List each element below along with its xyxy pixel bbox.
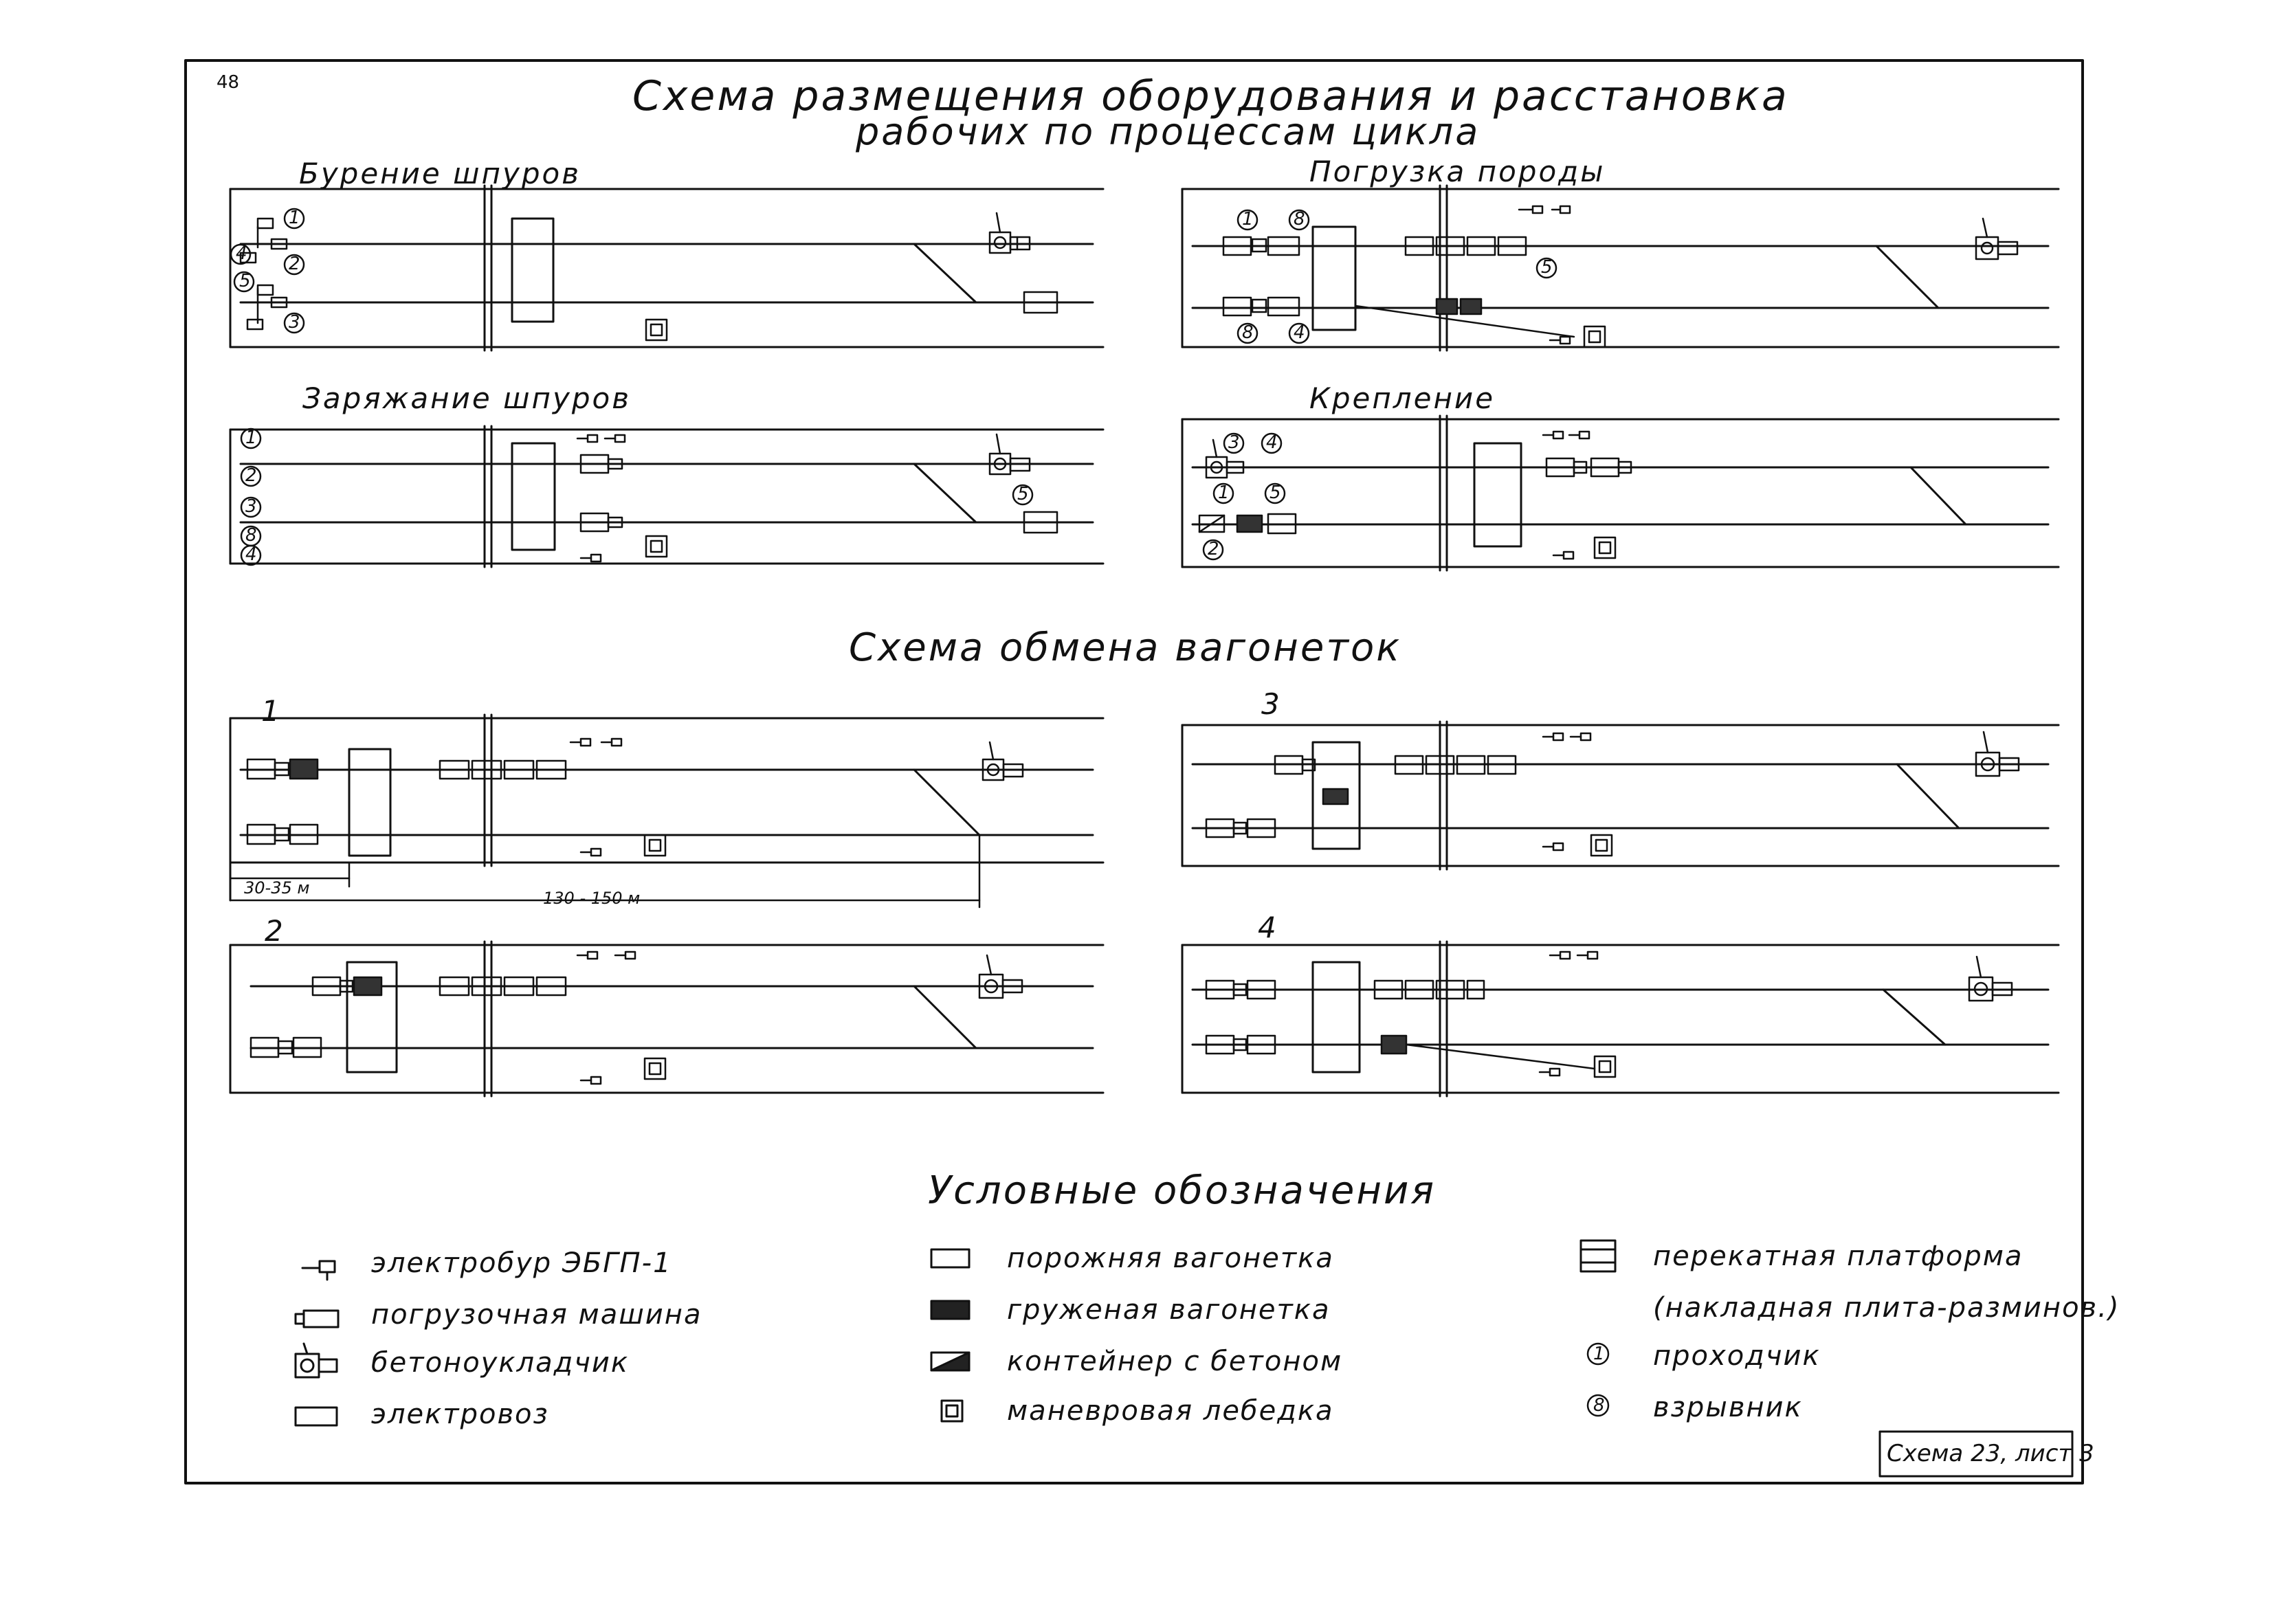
sheet-label: Схема 23, лист 3	[1887, 1440, 2094, 1467]
platform-support	[1473, 442, 1522, 548]
legend-blaster-number: 8	[1593, 1395, 1605, 1416]
worker-number: 3	[245, 496, 257, 517]
legend-label-loaded-cart: груженая вагонетка	[1007, 1294, 1331, 1326]
exchange-scheme-2	[229, 940, 1105, 1098]
worker-number: 8	[1242, 322, 1254, 343]
legend-label-concrete-placer: бетоноукладчик	[371, 1347, 630, 1379]
worker-number: 5	[239, 271, 251, 291]
legend-label-container: контейнер с бетоном	[1007, 1346, 1343, 1377]
panel-support	[1181, 414, 2060, 572]
worker-number: 4	[1266, 432, 1278, 453]
legend-title: Условные обозначения	[928, 1168, 1437, 1213]
winch	[645, 318, 668, 342]
legend-symbol-empty-cart	[930, 1248, 971, 1269]
worker-number: 8	[1294, 209, 1305, 230]
worker-number: 2	[1208, 539, 1219, 559]
exchange-title: Схема обмена вагонеток	[849, 625, 1402, 670]
worker-number: 3	[289, 312, 300, 333]
legend-label-locomotive: электровоз	[371, 1399, 549, 1430]
panel-title-support: Крепление	[1309, 381, 1496, 415]
legend-label-winch: маневровая лебедка	[1007, 1395, 1334, 1427]
page-number: 48	[217, 72, 240, 93]
worker-number: 5	[1017, 484, 1029, 504]
legend-symbol-container	[930, 1351, 971, 1372]
main-title-line-1: Схема размещения оборудования и расстано…	[632, 72, 1789, 120]
worker-number: 1	[245, 427, 257, 448]
legend-label-platform-note: (накладная плита-разминов.)	[1653, 1292, 2120, 1324]
panel-title-loading: Погрузка породы	[1309, 155, 1606, 188]
panel-drilling	[229, 184, 1105, 352]
exchange-number-3: 3	[1261, 687, 1282, 721]
main-title-line-2: рабочих по процессам цикла	[856, 110, 1481, 153]
worker-number: 1	[289, 208, 300, 228]
panel-title-drilling: Бурение шпуров	[299, 157, 581, 190]
legend-symbol-worker	[1586, 1342, 1610, 1366]
worker-number: 5	[1269, 482, 1281, 503]
legend-label-blaster: взрывник	[1653, 1392, 1803, 1423]
exchange-number-4: 4	[1258, 911, 1278, 944]
exchange-number-1: 1	[261, 694, 282, 728]
concrete-placer	[988, 212, 1031, 254]
worker-number: 5	[1541, 257, 1553, 278]
legend-label-empty-cart: порожняя вагонетка	[1007, 1243, 1334, 1274]
worker-number: 2	[245, 465, 257, 486]
concrete-placer	[988, 433, 1031, 476]
panel-title-charging: Заряжание шпуров	[302, 381, 631, 415]
page-frame	[184, 59, 2084, 1484]
worker-number: 2	[289, 254, 300, 274]
legend-symbol-loader	[294, 1309, 340, 1328]
worker-number: 8	[245, 525, 257, 546]
exchange-scheme-1	[229, 713, 1105, 909]
legend-label-drill: электробур ЭБГП-1	[371, 1247, 672, 1279]
legend-symbol-concrete-placer	[294, 1342, 338, 1379]
worker-number: 4	[1294, 322, 1305, 343]
platform-charging	[511, 442, 556, 551]
worker-number: 3	[1228, 432, 1240, 453]
dimension-long: 130 - 150 м	[543, 889, 641, 908]
legend-label-platform: перекатная платформа	[1653, 1241, 2023, 1272]
platform-drilling	[511, 217, 555, 323]
panel-loading	[1181, 184, 2060, 352]
sheet-label-box	[1878, 1430, 2074, 1478]
exchange-scheme-3	[1181, 720, 2060, 871]
legend-symbol-loaded-cart	[930, 1300, 971, 1320]
worker-number: 1	[1242, 209, 1254, 230]
platform-loading	[1311, 225, 1357, 331]
legend-symbols	[294, 1239, 1617, 1427]
worker-number: 4	[245, 544, 257, 565]
legend-symbol-blaster	[1586, 1394, 1610, 1417]
exchange-scheme-4	[1181, 940, 2060, 1098]
legend-label-loader: погрузочная машина	[371, 1299, 702, 1331]
legend-symbol-locomotive	[294, 1406, 338, 1427]
legend-worker-number: 1	[1593, 1344, 1605, 1364]
panel-charging	[229, 425, 1105, 568]
exchange-number-2: 2	[265, 914, 285, 948]
concrete-placer	[1975, 217, 2019, 260]
dimension-short: 30-35 м	[244, 878, 310, 898]
worker-number: 4	[236, 243, 247, 264]
legend-symbol-winch	[940, 1399, 964, 1423]
legend-label-worker: проходчик	[1653, 1340, 1821, 1372]
electric-locomotive	[1023, 291, 1058, 314]
legend-symbol-platform	[1579, 1239, 1617, 1273]
worker-number: 1	[1218, 482, 1230, 503]
